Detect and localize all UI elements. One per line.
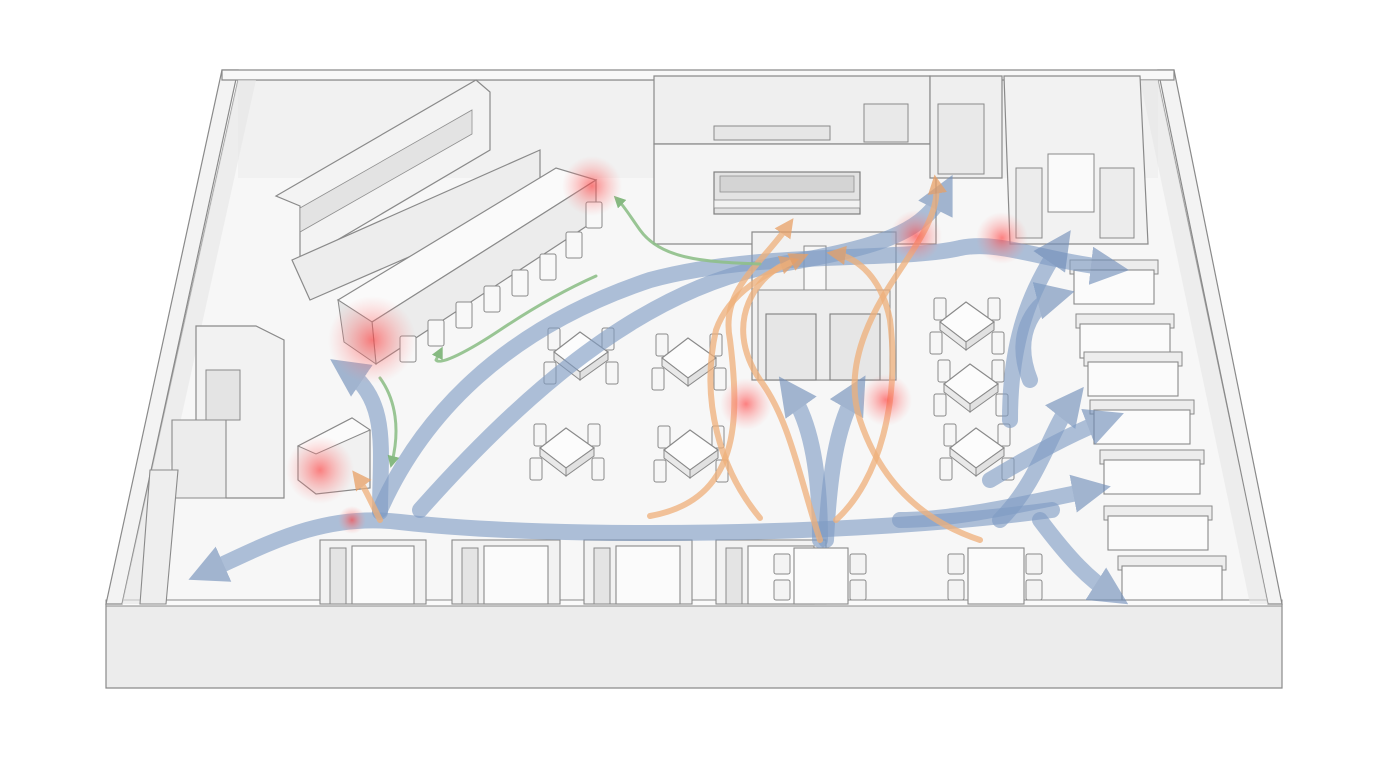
chair bbox=[849, 553, 867, 575]
booth-room bbox=[1003, 75, 1149, 245]
bar-counter bbox=[274, 79, 598, 366]
booth-back bbox=[329, 547, 347, 605]
chair bbox=[655, 333, 669, 357]
front-booths bbox=[319, 539, 1043, 605]
chair bbox=[937, 359, 951, 383]
booth-table bbox=[1103, 459, 1201, 495]
guest-flow-path bbox=[188, 502, 1060, 582]
booth bbox=[1075, 313, 1175, 359]
booth bbox=[1103, 505, 1213, 551]
chair bbox=[987, 297, 1001, 321]
booth-back bbox=[725, 547, 743, 605]
chair bbox=[651, 367, 665, 391]
chair bbox=[933, 297, 947, 321]
chair bbox=[947, 579, 965, 601]
chair bbox=[1025, 579, 1043, 601]
congestion-hotspot bbox=[338, 506, 366, 534]
front-wall bbox=[105, 603, 1283, 689]
guest-flow-path bbox=[892, 474, 1111, 528]
staff-flow-path bbox=[826, 245, 896, 523]
guest-flow-path bbox=[1002, 230, 1071, 428]
booth bbox=[1099, 449, 1205, 495]
congestion-hotspots bbox=[286, 156, 1028, 534]
chair bbox=[947, 553, 965, 575]
table-with-chairs bbox=[929, 297, 1005, 355]
table-with-chairs bbox=[933, 359, 1009, 417]
bar-service-paths bbox=[378, 195, 762, 468]
chair bbox=[939, 457, 953, 481]
table-edge bbox=[689, 449, 719, 479]
chair bbox=[773, 553, 791, 575]
table-with-chairs bbox=[773, 547, 867, 605]
chair bbox=[713, 367, 727, 391]
booth bbox=[583, 539, 693, 605]
staff-flow-path bbox=[707, 253, 809, 521]
table-with-chairs bbox=[529, 423, 605, 481]
chair bbox=[587, 423, 601, 447]
table-with-chairs bbox=[947, 547, 1043, 605]
chair bbox=[943, 423, 957, 447]
congestion-hotspot bbox=[976, 212, 1028, 264]
booth-table bbox=[1073, 269, 1155, 305]
chair bbox=[533, 423, 547, 447]
bar-service-path bbox=[613, 195, 762, 266]
staff-flow-path bbox=[352, 470, 383, 523]
guest-flow-path bbox=[818, 375, 866, 548]
table-top bbox=[967, 547, 1025, 605]
booth-back bbox=[461, 547, 479, 605]
chair bbox=[591, 457, 605, 481]
guest-flow-path bbox=[982, 408, 1124, 488]
restroom-door-left bbox=[765, 313, 817, 381]
booth-table bbox=[1087, 361, 1179, 397]
table-edge bbox=[565, 447, 595, 477]
booth bbox=[451, 539, 561, 605]
booth-table bbox=[615, 545, 681, 605]
kitchen-block bbox=[653, 75, 937, 245]
congestion-hotspot bbox=[860, 374, 912, 426]
chair bbox=[933, 393, 947, 417]
staff-flow-path bbox=[740, 255, 823, 543]
chair bbox=[991, 331, 1005, 355]
congestion-hotspot bbox=[286, 436, 354, 504]
chair bbox=[1025, 553, 1043, 575]
right-booths bbox=[1069, 259, 1227, 601]
chair bbox=[653, 459, 667, 483]
chair bbox=[605, 361, 619, 385]
booth-table bbox=[351, 545, 415, 605]
booth-table bbox=[1121, 565, 1223, 601]
congestion-hotspot bbox=[562, 156, 622, 216]
bar-service-path bbox=[431, 274, 598, 363]
bar-service-path bbox=[378, 376, 400, 468]
booth bbox=[1083, 351, 1183, 397]
right-wall-face bbox=[1140, 80, 1268, 604]
chair bbox=[657, 425, 671, 449]
booth-back bbox=[593, 547, 611, 605]
table-edge bbox=[975, 447, 1005, 477]
chair bbox=[773, 579, 791, 601]
congestion-hotspot bbox=[720, 378, 772, 430]
booth bbox=[1117, 555, 1227, 601]
chair bbox=[991, 359, 1005, 383]
table-edge bbox=[965, 321, 995, 351]
table-top bbox=[793, 547, 849, 605]
guest-flow-path bbox=[1032, 512, 1129, 605]
congestion-hotspot bbox=[890, 210, 942, 262]
chair bbox=[849, 579, 867, 601]
booth bbox=[319, 539, 427, 605]
front-wall-top bbox=[105, 599, 1283, 607]
chair bbox=[929, 331, 943, 355]
storage-room bbox=[929, 75, 1003, 179]
side-room-partition bbox=[171, 325, 285, 499]
table-edge bbox=[969, 383, 999, 413]
booth-table bbox=[483, 545, 549, 605]
booth-table bbox=[1107, 515, 1209, 551]
congestion-hotspot bbox=[328, 296, 416, 384]
chair bbox=[529, 457, 543, 481]
table-edge bbox=[579, 351, 609, 381]
entrance-door bbox=[139, 469, 179, 605]
